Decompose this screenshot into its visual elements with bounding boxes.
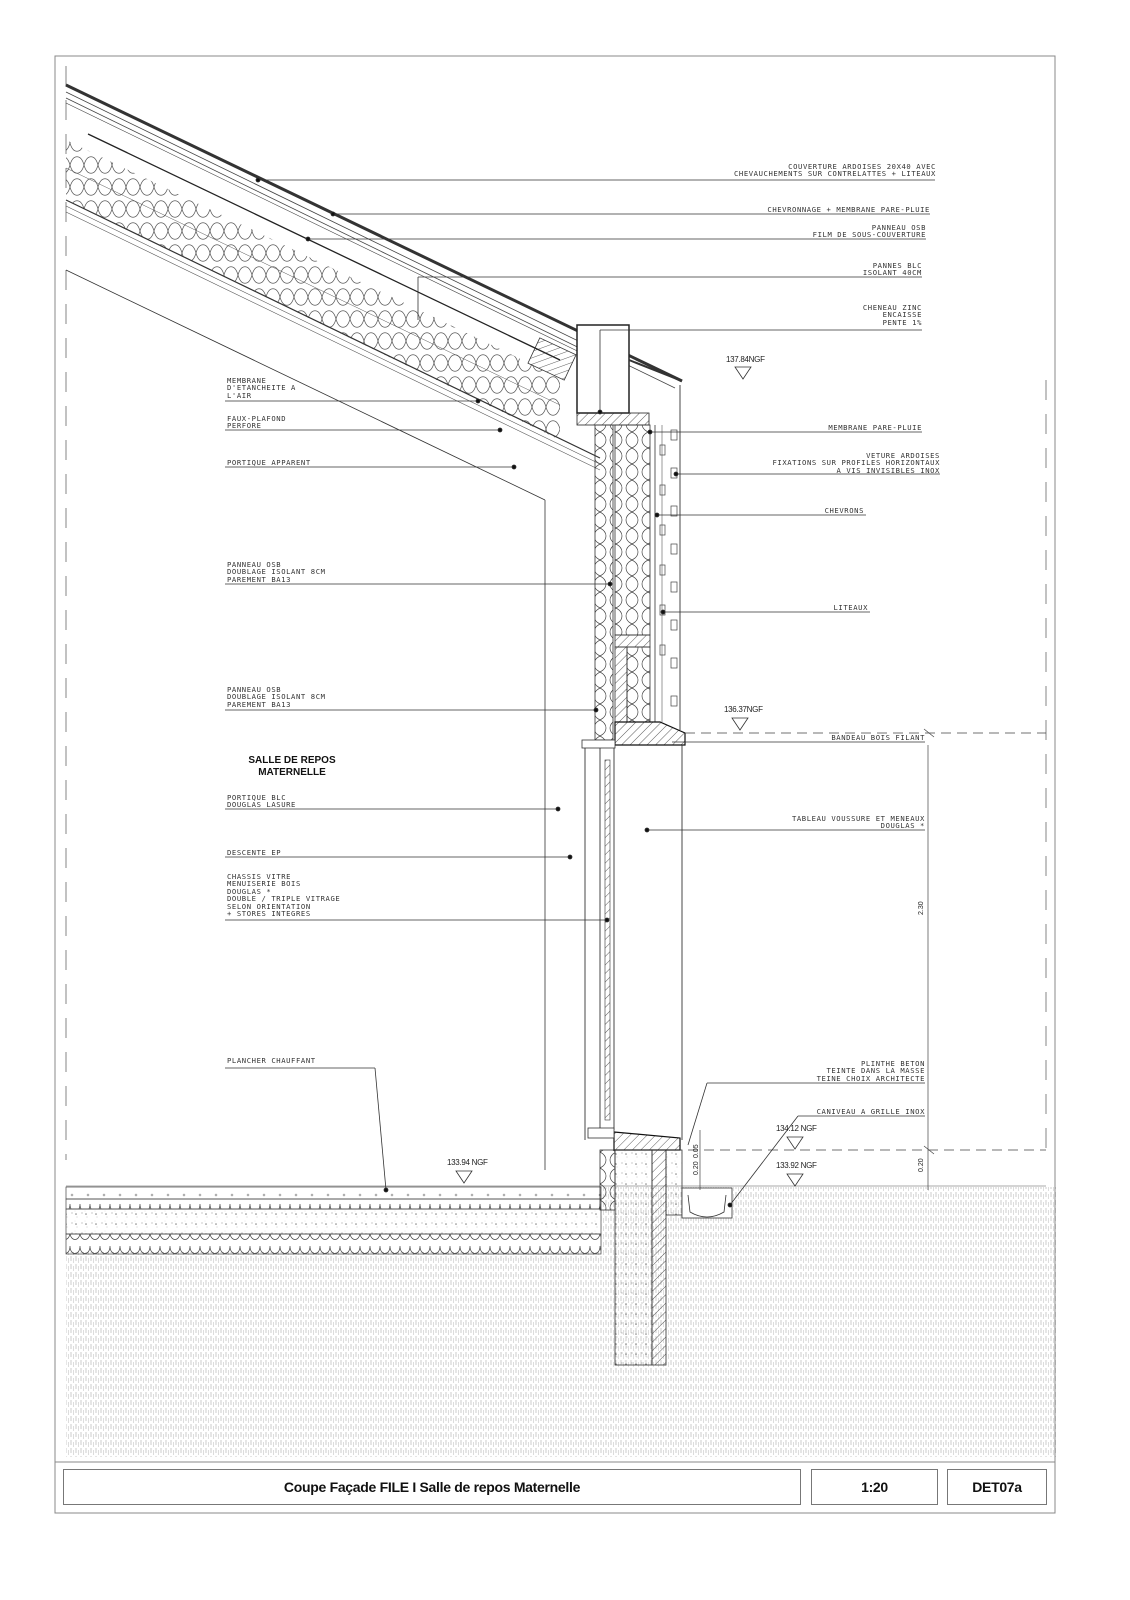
title-block-sheet-id: DET07a	[947, 1469, 1047, 1505]
dimension-window-height: 2.30	[918, 901, 925, 915]
level-interior-floor: 133.94 NGF	[447, 1158, 488, 1167]
label-osb-lining-2: PANNEAU OSB DOUBLAGE ISOLANT 8CM PAREMEN…	[227, 685, 326, 709]
label-zinc-gutter: CHENEAU ZINC ENCAISSE PENTE 1%	[862, 303, 922, 327]
label-tableau: TABLEAU VOUSSURE ET MENEAUX DOUGLAS *	[791, 814, 925, 831]
label-osb-underlay: PANNEAU OSB FILM DE SOUS-COUVERTURE	[812, 223, 926, 240]
level-markers	[455, 366, 804, 1187]
label-plinthe: PLINTHE BETON TEINTE DANS LA MASSE TEINE…	[816, 1059, 925, 1083]
label-faux-plafond: FAUX-PLAFOND PERFORE	[227, 414, 287, 431]
label-bandeau: BANDEAU BOIS FILANT	[831, 733, 925, 742]
label-caniveau: CANIVEAU A GRILLE INOX	[816, 1107, 925, 1116]
dimension-step-b: 0.05	[693, 1144, 700, 1158]
window-frame	[584, 745, 683, 1151]
label-slate-cladding: VETURE ARDOISES FIXATIONS SUR PROFILES H…	[772, 451, 940, 475]
dimension-plinth-height: 0.20	[918, 1158, 925, 1172]
label-rafters-membrane: CHEVRONNAGE + MEMBRANE PARE-PLUIE	[767, 205, 930, 214]
room-label: SALLE DE REPOS MATERNELLE	[222, 755, 362, 779]
leader-lines	[225, 177, 940, 1208]
dimension-step-a: 0.20	[693, 1161, 700, 1175]
level-roof-gutter: 137.84NGF	[726, 355, 765, 364]
label-rain-membrane: MEMBRANE PARE-PLUIE	[828, 423, 922, 432]
label-portique-apparent: PORTIQUE APPARENT	[227, 458, 311, 467]
label-plancher-chauffant: PLANCHER CHAUFFANT	[227, 1056, 316, 1065]
room-label-line1: SALLE DE REPOS	[248, 755, 336, 766]
title-block-scale: 1:20	[811, 1469, 938, 1505]
room-label-line2: MATERNELLE	[258, 767, 326, 778]
level-exterior-top: 134.12 NGF	[776, 1124, 817, 1133]
level-exterior-ground: 133.92 NGF	[776, 1161, 817, 1170]
dimension-lines	[685, 728, 1046, 1190]
label-chevrons: CHEVRONS	[824, 506, 864, 515]
label-portique-blc: PORTIQUE BLC DOUGLAS LASURE	[227, 793, 296, 810]
roof-assembly	[65, 83, 683, 1170]
label-roof-slate: COUVERTURE ARDOISES 20X40 AVEC CHEVAUCHE…	[733, 162, 936, 179]
label-descente-ep: DESCENTE EP	[227, 848, 282, 857]
zinc-gutter	[576, 324, 683, 426]
label-air-membrane: MEMBRANE D'ETANCHEITE A L'AIR	[227, 376, 296, 400]
foundation	[65, 1149, 1056, 1457]
label-osb-lining-1: PANNEAU OSB DOUBLAGE ISOLANT 8CM PAREMEN…	[227, 560, 326, 584]
level-bandeau: 136.37NGF	[724, 705, 763, 714]
label-purlins-insulation: PANNES BLC ISOLANT 40CM	[862, 261, 922, 278]
wall-assembly	[581, 385, 686, 749]
title-block-title: Coupe Façade FILE I Salle de repos Mater…	[63, 1469, 801, 1505]
label-chassis-vitre: CHASSIS VITRE MENUISERIE BOIS DOUGLAS * …	[227, 872, 341, 919]
label-liteaux: LITEAUX	[833, 603, 868, 612]
